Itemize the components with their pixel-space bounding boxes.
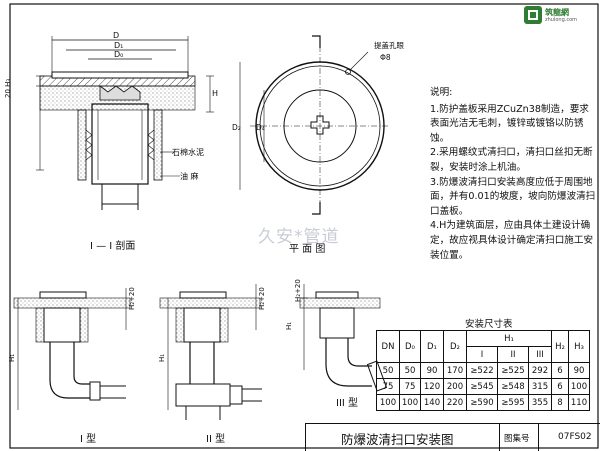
table-cell: 75 — [399, 378, 421, 395]
table-title: 安装尺寸表 — [465, 319, 513, 330]
atlas-number: 07FS02 — [558, 432, 592, 442]
table-cell: 315 — [528, 378, 552, 395]
col-h3: H₃ — [568, 330, 590, 363]
table-row: 50 50 90 170 ≥522 ≥525 292 6 90 — [376, 362, 590, 379]
label-d4: D₄ — [256, 123, 265, 132]
col-d1: D₁ — [420, 330, 444, 363]
table-cell: 100 — [399, 394, 421, 411]
logo-sub: zhulong.com — [545, 16, 578, 23]
title-block: 防爆波清扫口安装图 图集号 07FS02 — [305, 423, 600, 451]
logo-mark-icon — [524, 6, 542, 24]
label-stone-cotton: 石棉水泥 — [172, 147, 204, 157]
table-cell: 50 — [399, 362, 421, 379]
table-cell: 6 — [551, 362, 569, 379]
table-cell: 120 — [420, 378, 444, 395]
notes: 说明: 1.防护盖板采用ZCuZn38制造，要求表面光洁无毛刺，镀锌或镀铬以防锈… — [430, 86, 596, 263]
table-cell: 292 — [528, 362, 552, 379]
type-1-label: I 型 — [80, 432, 96, 445]
table-cell: 75 — [376, 378, 400, 395]
table-cell: 200 — [443, 378, 467, 395]
table-cell: ≥545 — [466, 378, 498, 395]
label-oil-hemp: 油 麻 — [180, 171, 199, 181]
type-2-drawing — [159, 284, 262, 420]
note-2: 2.采用螺纹式清扫口，清扫口丝扣无断裂，安装时涂上机油。 — [430, 147, 593, 173]
site-logo: 筑龍網 zhulong.com — [524, 4, 594, 26]
section-title: I — I 剖面 — [90, 239, 135, 252]
plan-title: 平 面 图 — [289, 243, 325, 255]
col-h1-ii: II — [497, 346, 529, 363]
table-cell: 8 — [551, 394, 569, 411]
section-view — [36, 36, 214, 210]
label-h1-type3: H₁ — [285, 322, 293, 330]
notes-title: 说明: — [430, 87, 453, 98]
table-cell: 140 — [420, 394, 444, 411]
table-cell: ≥590 — [466, 394, 498, 411]
table-cell: 90 — [568, 362, 590, 379]
type-3-drawing — [299, 284, 388, 392]
title-divider — [538, 424, 539, 451]
table-cell: 90 — [420, 362, 444, 379]
table-cell: ≥522 — [466, 362, 498, 379]
note-1: 1.防护盖板采用ZCuZn38制造，要求表面光洁无毛刺，镀锌或镀铬以防锈蚀。 — [430, 103, 589, 144]
table-cell: 50 — [376, 362, 400, 379]
table-cell: 100 — [568, 378, 590, 395]
label-phi8: Φ8 — [380, 53, 391, 62]
label-h2-type3: H₂+20 — [294, 279, 302, 302]
table-cell: 6 — [551, 378, 569, 395]
table-cell: 170 — [443, 362, 467, 379]
col-h1-iii: III — [528, 346, 552, 363]
type-2-label: II 型 — [206, 432, 225, 445]
label-h1-type1: H₁ — [8, 354, 16, 362]
label-h2-type1: H₂+20 — [128, 287, 136, 310]
table-cell: ≥548 — [497, 378, 529, 395]
label-d1: D₁ — [114, 41, 123, 50]
table-row: 75 75 120 200 ≥545 ≥548 315 6 100 — [376, 378, 590, 395]
col-h2: H₂ — [551, 330, 569, 363]
table-cell: ≥595 — [497, 394, 529, 411]
plan-view — [239, 35, 390, 215]
label-d0: D₀ — [114, 50, 123, 59]
note-3: 3.防爆波清扫口安装高度应低于周围地面，并有0.01的坡度，坡向防爆波清扫口盖板… — [430, 176, 596, 217]
table-cell: 355 — [528, 394, 552, 411]
type-1-drawing — [13, 288, 131, 410]
label-d2: D₂ — [232, 123, 241, 132]
col-h1: H₁ — [466, 330, 552, 347]
col-d0: D₀ — [399, 330, 421, 363]
col-h1-i: I — [466, 346, 498, 363]
col-dn: DN — [376, 330, 400, 363]
label-h2-type2: H₂+20 — [258, 287, 266, 310]
label-d: D — [113, 31, 119, 40]
table-cell: ≥525 — [497, 362, 529, 379]
drawing-border — [9, 3, 599, 449]
type-3-label: III 型 — [336, 396, 358, 409]
table-cell: 100 — [376, 394, 400, 411]
label-h1-type2: H₁ — [158, 354, 166, 362]
atlas-number-label: 图集号 — [504, 434, 530, 444]
install-dimension-table: DN D₀ D₁ D₂ H₁ H₂ H₃ I II III 50 50 90 1… — [376, 330, 590, 411]
title-divider — [499, 424, 500, 451]
table-cell: 220 — [443, 394, 467, 411]
drawing-title: 防爆波清扫口安装图 — [341, 432, 454, 447]
label-20-h3: 20 H₃ — [4, 79, 12, 98]
table-cell: 110 — [568, 394, 590, 411]
logo-name: 筑龍網 — [545, 7, 569, 17]
watermark: 久安*管道 — [258, 227, 340, 247]
table-row: 100 100 140 220 ≥590 ≥595 355 8 110 — [376, 394, 590, 411]
col-d2: D₂ — [443, 330, 467, 363]
label-screw-hole: 提盖孔眼 — [374, 40, 404, 50]
note-4: 4.H为建筑面层，应由具体土建设计确定，故应视具体设计确定清扫口施工安装位置。 — [430, 220, 594, 261]
label-h: H — [212, 89, 218, 98]
